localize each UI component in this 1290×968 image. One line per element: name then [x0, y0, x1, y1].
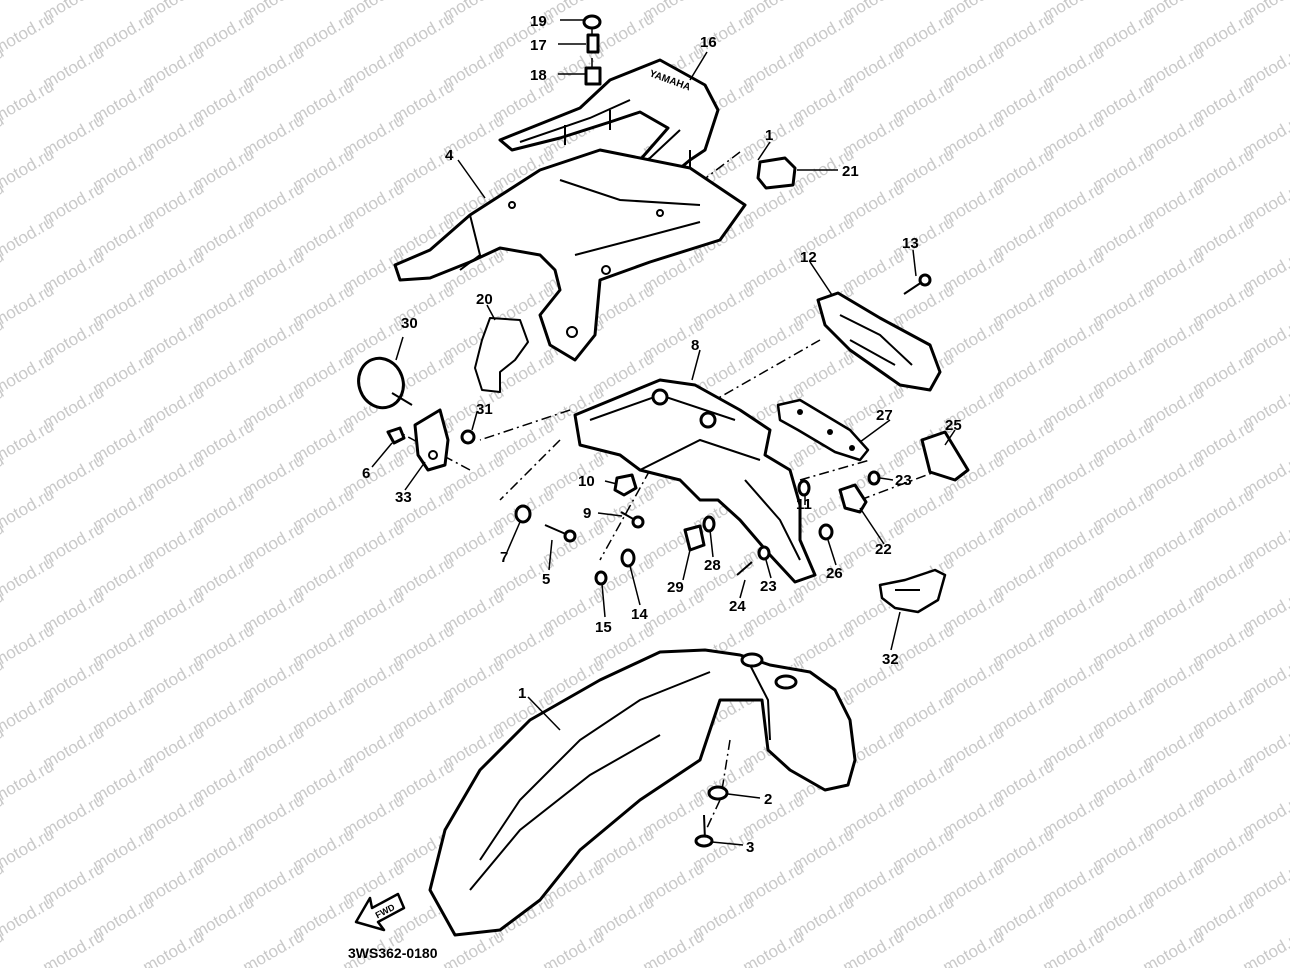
callout-28: 28 — [704, 557, 721, 574]
callout-30: 30 — [401, 315, 418, 332]
callout-14: 14 — [631, 606, 648, 623]
part-11-nut — [797, 479, 811, 497]
part-17-bolt — [586, 33, 600, 54]
callout-5: 5 — [542, 571, 550, 588]
part-24-screw — [736, 561, 753, 576]
part-30-reflector — [357, 356, 413, 410]
part-6-nut — [386, 426, 406, 445]
part-19-cap — [582, 14, 602, 30]
part-23-washer-b — [867, 470, 881, 486]
callout-23-bottom: 23 — [760, 578, 777, 595]
callout-24: 24 — [729, 598, 746, 615]
part-7-collar — [514, 504, 532, 524]
part-23-washer — [757, 545, 771, 561]
callout-27: 27 — [876, 407, 893, 424]
callout-10: 10 — [578, 473, 595, 490]
part-8-fender-bracket — [573, 378, 817, 584]
callout-29: 29 — [667, 579, 684, 596]
callout-6: 6 — [362, 465, 370, 482]
part-32-bracket — [878, 568, 947, 614]
part-27-plate-bracket — [776, 398, 870, 462]
callout-1-top: 1 — [765, 127, 773, 144]
callout-11: 11 — [796, 496, 812, 513]
callout-32: 32 — [882, 651, 899, 668]
callout-23-right: 23 — [895, 472, 912, 489]
part-22-bracket — [838, 483, 868, 514]
part-26-nut — [818, 523, 834, 541]
part-4-seat-cowl — [393, 148, 747, 362]
part-20-gasket — [474, 317, 529, 393]
part-15-nut — [594, 570, 608, 586]
callout-3: 3 — [746, 839, 754, 856]
part-1-rear-fender — [428, 648, 857, 937]
callout-31: 31 — [476, 401, 493, 418]
callout-2: 2 — [764, 791, 772, 808]
part-3-bolt — [694, 814, 714, 848]
callout-19: 19 — [530, 13, 547, 30]
part-12-taillight-housing — [816, 291, 942, 392]
callout-26: 26 — [826, 565, 843, 582]
hardware-group — [514, 14, 881, 586]
callout-13: 13 — [902, 235, 919, 252]
part-2-washer — [707, 785, 729, 801]
callout-17: 17 — [530, 37, 547, 54]
callout-9: 9 — [583, 505, 591, 522]
callout-15: 15 — [595, 619, 612, 636]
callout-21: 21 — [842, 163, 859, 180]
callout-4: 4 — [445, 147, 454, 164]
callout-1: 1 — [518, 685, 526, 702]
callout-labels: 19 17 18 16 1 4 21 12 13 20 30 8 31 27 2… — [348, 13, 962, 961]
part-13-screw — [903, 273, 932, 295]
callout-18: 18 — [530, 67, 547, 84]
callout-22: 22 — [875, 541, 892, 558]
leader-lines — [371, 19, 956, 846]
part-33-reflector-bracket — [413, 408, 450, 472]
part-28-washer — [702, 515, 716, 533]
callout-25: 25 — [945, 417, 962, 434]
part-14-washer — [620, 548, 636, 568]
callout-16: 16 — [700, 34, 717, 51]
part-25-side-reflector — [920, 430, 970, 482]
part-21-clip — [756, 156, 797, 190]
callout-8: 8 — [691, 337, 699, 354]
callout-12: 12 — [800, 249, 817, 266]
callout-33: 33 — [395, 489, 412, 506]
part-31-nut — [460, 429, 476, 445]
fwd-arrow: FWD — [354, 892, 406, 932]
part-18-collar — [584, 66, 602, 86]
callout-20: 20 — [476, 291, 493, 308]
drawing-code: 3WS362-0180 — [348, 945, 438, 961]
callout-7: 7 — [500, 549, 508, 566]
part-10-grommet — [613, 473, 638, 497]
part-29-damper — [683, 524, 706, 552]
